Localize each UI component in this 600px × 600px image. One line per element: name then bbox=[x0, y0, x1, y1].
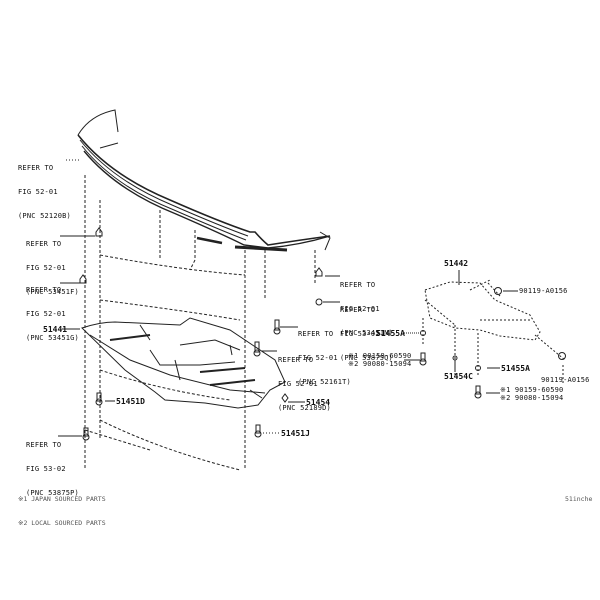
side-under-cover bbox=[422, 279, 566, 385]
ref-label-52189d: REFER TO FIG 52-01 (PNC 52189D) bbox=[278, 340, 331, 420]
ref-label-53451g: REFER TO FIG 52-01 (PNC 53451G) bbox=[26, 270, 79, 350]
leader-lines bbox=[58, 159, 518, 437]
ref-line: REFER TO bbox=[26, 441, 62, 449]
part-90119-a0156-bottom[interactable]: 90119-A0156 bbox=[541, 376, 590, 384]
engine-under-cover bbox=[81, 317, 286, 409]
part-alt-right-2[interactable]: ※2 90080-15094 bbox=[500, 394, 564, 402]
part-51454[interactable]: 51454 bbox=[306, 398, 331, 407]
legend-japan-sourced: ※1 JAPAN SOURCED PARTS bbox=[18, 495, 106, 503]
fasteners bbox=[79, 227, 566, 441]
ref-line: REFER TO bbox=[278, 356, 314, 364]
legend: ※1 JAPAN SOURCED PARTS ※2 LOCAL SOURCED … bbox=[18, 479, 106, 535]
part-90119-a0156-top[interactable]: 90119-A0156 bbox=[519, 287, 568, 295]
part-51441[interactable]: 51441 bbox=[43, 325, 68, 334]
ref-line: (PNC 52189D) bbox=[278, 404, 331, 412]
legend-local-sourced: ※2 LOCAL SOURCED PARTS bbox=[18, 519, 106, 527]
ref-label-52120b: REFER TO FIG 52-01 (PNC 52120B) bbox=[18, 148, 71, 228]
part-51442[interactable]: 51442 bbox=[444, 259, 469, 268]
bumper-reinforcement bbox=[77, 109, 331, 252]
ref-label-53451f: REFER TO FIG 52-01 (PNC 53451F) bbox=[26, 224, 79, 304]
ref-line: FIG 53-02 bbox=[26, 465, 66, 473]
ref-line: FIG 52-01 bbox=[298, 354, 338, 362]
ref-line: FIG 52-01 bbox=[278, 380, 318, 388]
ref-label-53451n: REFER TO FIG 52-01 (PNC 53451N) bbox=[340, 265, 393, 345]
ref-line: FIG 52-01 bbox=[26, 264, 66, 272]
ref-line: REFER TO bbox=[26, 240, 62, 248]
ref-line: (PNC 52120B) bbox=[18, 212, 71, 220]
ref-line: FIG 52-01 bbox=[26, 310, 66, 318]
part-alt-right-1[interactable]: ※1 90159-60590 bbox=[500, 386, 564, 394]
part-alt-left-2[interactable]: ※2 90080-15094 bbox=[348, 360, 412, 368]
ref-line: (PNC 53875P) bbox=[26, 489, 79, 497]
ref-label-53875q: REFER TO FIG 53-02 (PNC 53875Q) bbox=[340, 290, 393, 370]
ref-line: FIG 52-01 bbox=[18, 188, 58, 196]
ref-line: (PNC 53451N) bbox=[340, 329, 393, 337]
ref-line: REFER TO bbox=[18, 164, 54, 172]
part-51455a-left[interactable]: 51455A bbox=[376, 329, 405, 338]
ref-label-53875p: REFER TO FIG 53-02 (PNC 53875P) bbox=[26, 425, 79, 505]
dashed-outlines bbox=[84, 175, 316, 471]
ref-line: REFER TO bbox=[298, 330, 334, 338]
ref-line: REFER TO bbox=[340, 306, 376, 314]
ref-line: (PNC 53875Q) bbox=[340, 354, 393, 362]
ref-line: (PNC 52161T) bbox=[298, 378, 351, 386]
part-51451d[interactable]: 51451D bbox=[116, 397, 145, 406]
ref-line: REFER TO bbox=[26, 286, 62, 294]
part-alt-left-1[interactable]: ※1 90159-60590 bbox=[348, 352, 412, 360]
ref-line: (PNC 53451F) bbox=[26, 288, 79, 296]
ref-line: (PNC 53451G) bbox=[26, 334, 79, 342]
part-51451j[interactable]: 51451J bbox=[281, 429, 310, 438]
ref-label-52161t: REFER TO FIG 52-01 (PNC 52161T) bbox=[298, 314, 351, 394]
part-51454c[interactable]: 51454C bbox=[444, 372, 473, 381]
ref-line: FIG 52-01 bbox=[340, 305, 380, 313]
ref-line: FIG 53-02 bbox=[340, 330, 380, 338]
part-51455a-right[interactable]: 51455A bbox=[501, 364, 530, 373]
figure-id: 51inche bbox=[565, 495, 593, 503]
ref-line: REFER TO bbox=[340, 281, 376, 289]
